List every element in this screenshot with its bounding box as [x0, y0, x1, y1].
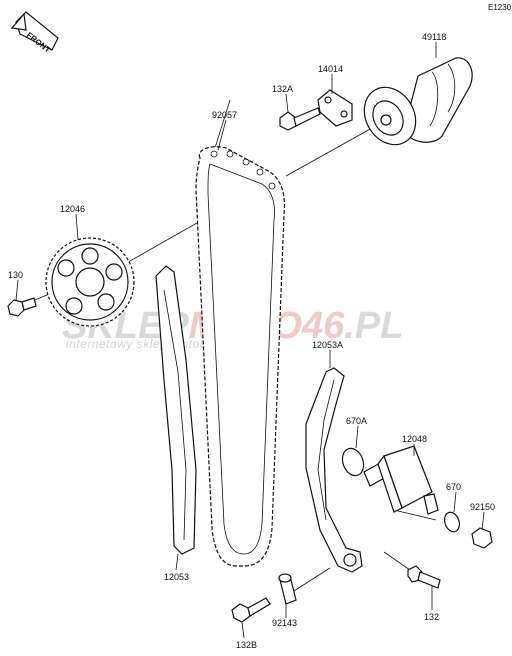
- callout-lines: [15, 42, 485, 639]
- watermark-brand-3: .PL: [344, 305, 403, 347]
- part-label-12046: 12046: [60, 204, 85, 214]
- part-label-132: 132: [424, 612, 439, 622]
- bolt-132a: [279, 107, 321, 131]
- part-label-670: 670: [446, 482, 461, 492]
- bracket-14014: [317, 89, 353, 127]
- part-label-14014: 14014: [318, 64, 343, 74]
- part-label-49118: 49118: [422, 32, 446, 42]
- bolt-92143: [278, 573, 297, 605]
- front-arrow-icon: FRONT: [10, 11, 59, 55]
- part-label-132b: 132B: [236, 640, 257, 650]
- part-label-92057: 92057: [212, 110, 237, 120]
- tensioner-guide-12053a: [305, 367, 363, 573]
- bolt-92150: [471, 527, 493, 549]
- sprocket-12046: [45, 237, 135, 327]
- o-ring-670: [443, 511, 461, 533]
- o-ring-670a: [341, 447, 365, 477]
- part-label-12048: 12048: [402, 434, 427, 444]
- part-label-92143: 92143: [272, 618, 297, 628]
- watermark-tagline: internetowy sklep motocyklowy: [66, 337, 246, 351]
- part-label-92150: 92150: [470, 502, 495, 512]
- chain-guide-12053: [155, 265, 197, 555]
- camshaft-49118: [363, 57, 473, 146]
- part-label-132a: 132A: [272, 84, 293, 94]
- bolt-130: [7, 297, 37, 317]
- cam-chain-92057: [195, 146, 286, 567]
- diagram-code: E1230: [488, 3, 512, 12]
- part-label-12053a: 12053A: [312, 340, 343, 350]
- tensioner-12048: [363, 445, 439, 515]
- bolt-132: [407, 565, 441, 589]
- part-label-12053: 12053: [164, 572, 189, 582]
- part-label-130: 130: [8, 270, 23, 280]
- part-label-670a: 670A: [346, 416, 367, 426]
- bolt-132b: [231, 597, 271, 623]
